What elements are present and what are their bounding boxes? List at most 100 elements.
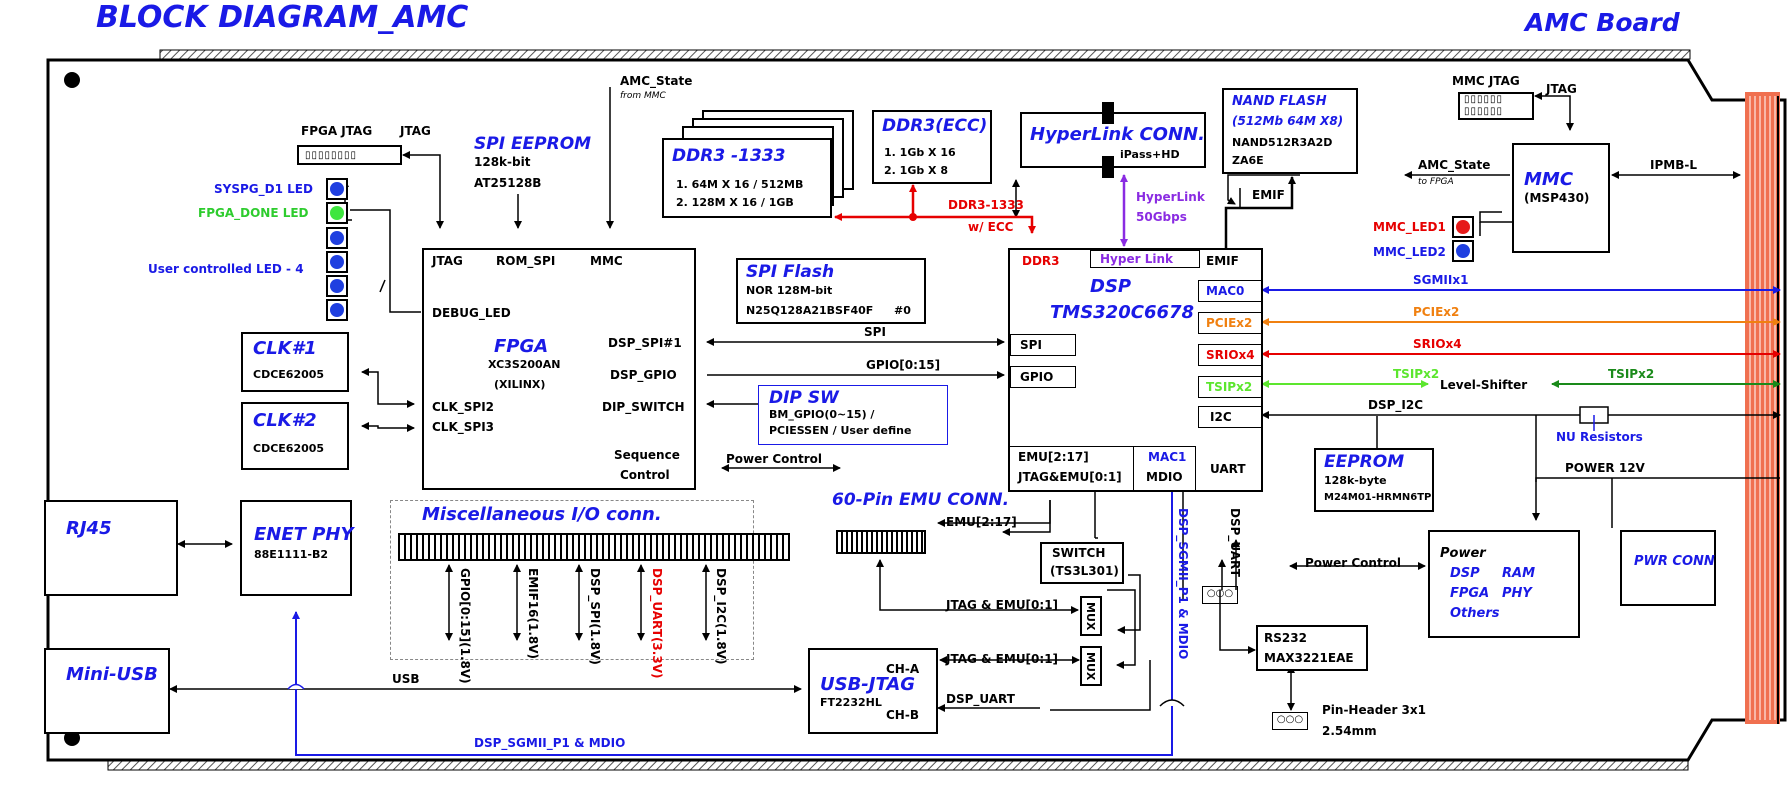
tsip-signal-label-2: TSIPx2 — [1608, 367, 1655, 381]
srio-signal-label: SRIOx4 — [1413, 337, 1462, 351]
eeprom-size: 128k-byte — [1324, 474, 1387, 487]
user-led-2 — [326, 251, 348, 273]
misc-io-region — [390, 500, 754, 660]
mux-1-label: MUX — [1084, 602, 1097, 631]
clk2-part: CDCE62005 — [253, 442, 325, 455]
power-block-title: Power — [1440, 546, 1486, 561]
dsp-uart-vertical-label: DSP_UART — [1228, 508, 1242, 577]
rj45-box: RJ45 — [44, 500, 178, 596]
user-led-3 — [326, 275, 348, 297]
spi-flash-title: SPI Flash — [746, 262, 835, 282]
usb-jtag-uart-label: DSP_UART — [946, 692, 1015, 706]
mmc-jtag-signal: JTAG — [1546, 82, 1577, 96]
ddr3-line1: 1. 64M X 16 / 512MB — [676, 178, 804, 191]
fpga-sequence-label: Sequence — [614, 448, 680, 462]
user-led-1 — [326, 227, 348, 249]
pcie-signal-label: PCIEx2 — [1413, 305, 1460, 319]
dip-switch-line1: BM_GPIO(0~15) / — [769, 408, 875, 421]
spi-eeprom-size: 128k-bit — [474, 155, 531, 169]
fpga-debug-led-port: DEBUG_LED — [432, 306, 511, 320]
misc-io-dsp-spi: DSP_SPI(1.8V) — [588, 568, 602, 665]
enet-phy-part: 88E1111-B2 — [254, 548, 329, 561]
misc-io-dsp-i2c: DSP_I2C(1.8V) — [714, 568, 728, 665]
dsp-hyperlink-port-box — [1090, 250, 1200, 268]
mmc-title: MMC — [1524, 169, 1574, 190]
jtag-emu-label-2: JTAG & EMU[0:1] — [946, 652, 1059, 666]
nand-sub: (512Mb 64M X8) — [1232, 114, 1344, 128]
fpga-part: XC3S200AN — [488, 358, 561, 371]
usb-bus-label: USB — [392, 672, 420, 686]
dip-switch-box: DIP SW BM_GPIO(0~15) / PCIESSEN / User d… — [758, 385, 948, 445]
dsp-i2c-signal-label: DSP_I2C — [1368, 398, 1424, 412]
sgmii-p1-bottom-label: DSP_SGMII_P1 & MDIO — [474, 736, 626, 750]
fpga-dsp-gpio-port: DSP_GPIO — [610, 368, 677, 382]
eeprom-title: EEPROM — [1324, 452, 1405, 472]
switch-title: SWITCH — [1052, 546, 1106, 560]
dsp-mac1-port: MAC1 — [1148, 450, 1187, 464]
mmc-led1 — [1452, 216, 1474, 238]
fpga-done-led — [326, 202, 348, 224]
amc-state-from: from MMC — [620, 91, 666, 101]
mini-usb-label: Mini-USB — [66, 664, 158, 685]
dip-switch-line2: PCIESSEN / User define — [769, 424, 912, 437]
sys-led-label: SYSPG_D1 LED — [214, 182, 313, 196]
power-block-phy: PHY — [1502, 586, 1532, 601]
mux-2: MUX — [1080, 646, 1102, 686]
board-outline — [46, 58, 1787, 762]
ddr3-memory-box: DDR3 -1333 1. 64M X 16 / 512MB 2. 128M X… — [662, 138, 832, 218]
diagram-title: BLOCK DIAGRAM_AMC — [96, 0, 469, 35]
fpga-control-label: Control — [620, 468, 670, 482]
dsp-gpio-port: GPIO — [1020, 370, 1054, 384]
fpga-jtag-title: FPGA JTAG — [301, 124, 373, 138]
user-led-4 — [326, 299, 348, 321]
misc-io-title: Miscellaneous I/O conn. — [422, 504, 662, 525]
pin-header-connector: ○○○ — [1272, 712, 1308, 730]
misc-io-connector — [398, 533, 790, 561]
mmc-led2 — [1452, 240, 1474, 262]
sgmii-signal-label: SGMIIx1 — [1413, 273, 1469, 287]
spi-eeprom-part: AT25128B — [474, 176, 542, 190]
dsp-mac0-port: MAC0 — [1206, 284, 1245, 298]
emu-conn-header — [836, 530, 926, 554]
hyperlink-bus-speed: 50Gbps — [1136, 210, 1187, 224]
power-12v-label: POWER 12V — [1565, 461, 1645, 475]
emu-conn-title: 60-Pin EMU CONN. — [832, 490, 1010, 510]
misc-io-dsp-uart: DSP_UART(3.3V) — [650, 568, 664, 679]
mmc-jtag-header: ▯▯▯▯▯▯▯▯▯▯▯▯ — [1458, 92, 1534, 120]
ddr3-line2: 2. 128M X 16 / 1GB — [676, 196, 794, 209]
fpga-mmc-port: MMC — [590, 254, 623, 268]
enet-phy-title: ENET PHY — [254, 524, 354, 545]
spi-eeprom-title: SPI EEPROM — [474, 134, 592, 154]
misc-io-emif16: EMIF16(1.8V) — [526, 568, 540, 660]
ddr3-ecc-line2: 2. 1Gb X 8 — [884, 164, 949, 177]
hyperlink-title: HyperLink CONN. — [1030, 124, 1205, 145]
user-led-label: User controlled LED - 4 — [148, 262, 304, 276]
spi-flash-line2: N25Q128A21BSF40F — [746, 304, 874, 317]
pwr-conn-box: PWR CONN — [1620, 530, 1716, 606]
fpga-jtag-port: JTAG — [432, 254, 463, 268]
spi-flash-box: SPI Flash NOR 128M-bit N25Q128A21BSF40F … — [736, 258, 926, 324]
fpga-vendor: (XILINX) — [494, 378, 546, 391]
usb-jtag-title: USB-JTAG — [820, 674, 916, 695]
mmc-part: (MSP430) — [1524, 191, 1590, 205]
clk1-title: CLK#1 — [253, 338, 317, 359]
mmc-led2-label: MMC_LED2 — [1373, 245, 1446, 259]
hyperlink-connector-tab-top — [1102, 102, 1114, 124]
rs232-part: MAX3221EAE — [1264, 651, 1354, 665]
switch-part: (TS3L301) — [1050, 564, 1119, 578]
uart-3pin-connector: ○○○ — [1202, 586, 1238, 604]
dsp-power-control-label: Power Control — [1305, 556, 1401, 570]
emif-bus-label: EMIF — [1252, 188, 1285, 202]
dsp-emu-port: EMU[2:17] — [1018, 450, 1089, 464]
clk1-box: CLK#1 CDCE62005 — [241, 332, 349, 392]
dsp-emif-port: EMIF — [1206, 254, 1239, 268]
emu-conn-bus: EMU[2:17] — [946, 515, 1017, 529]
dsp-spi-port: SPI — [1020, 338, 1042, 352]
ipmb-label: IPMB-L — [1650, 158, 1697, 172]
dsp-i2c-port: I2C — [1210, 410, 1232, 424]
usb-jtag-part: FT2232HL — [820, 696, 882, 709]
mmc-amc-state: AMC_State — [1418, 158, 1491, 172]
power-block-box: Power DSP RAM FPGA PHY Others — [1428, 530, 1580, 638]
clk2-box: CLK#2 CDCE62005 — [241, 402, 349, 470]
